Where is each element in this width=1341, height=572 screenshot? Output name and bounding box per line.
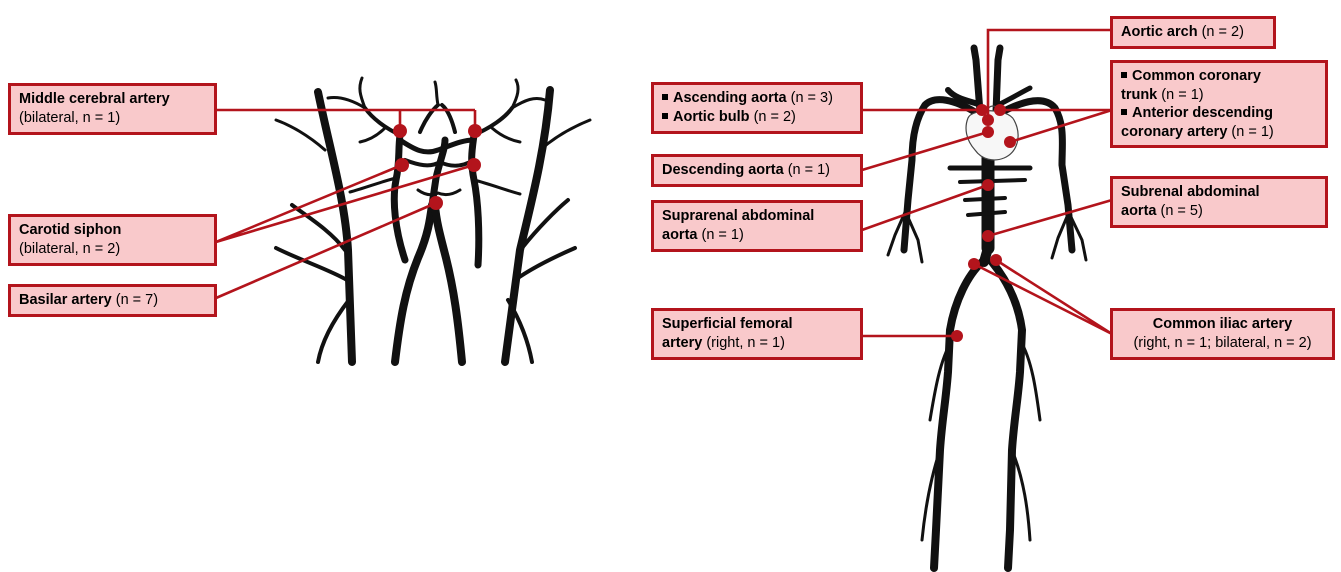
ascending-aorta-detail: (n = 3) [791, 90, 833, 106]
anterior-descending-name-1: Anterior descending [1132, 105, 1273, 121]
bullet-icon [1121, 72, 1127, 78]
suprarenal-name-2: aorta [662, 227, 697, 243]
callout-suprarenal-abdominal-aorta: Suprarenal abdominal aorta (n = 1) [651, 200, 863, 252]
iliac-name: Common iliac artery [1153, 316, 1292, 332]
marker-iliac-right [968, 258, 980, 270]
basilar-artery-name: Basilar artery [19, 292, 112, 308]
callout-descending-aorta: Descending aorta (n = 1) [651, 154, 863, 187]
marker-basilar [429, 196, 443, 210]
callout-coronary-arteries: Common coronary trunk (n = 1) Anterior d… [1110, 60, 1328, 148]
callout-carotid-siphon: Carotid siphon (bilateral, n = 2) [8, 214, 217, 266]
suprarenal-detail: (n = 1) [702, 227, 744, 243]
bullet-icon [662, 94, 668, 100]
aortic-arch-detail: (n = 2) [1202, 24, 1244, 40]
subrenal-detail: (n = 5) [1161, 203, 1203, 219]
marker-ascending-aorta [976, 104, 988, 116]
callout-aortic-arch: Aortic arch (n = 2) [1110, 16, 1276, 49]
callout-common-iliac-artery: Common iliac artery (right, n = 1; bilat… [1110, 308, 1335, 360]
callout-subrenal-abdominal-aorta: Subrenal abdominal aorta (n = 5) [1110, 176, 1328, 228]
aortic-bulb-name: Aortic bulb [673, 109, 750, 125]
middle-cerebral-artery-name: Middle cerebral artery [19, 91, 170, 107]
femoral-name-1: Superficial femoral [662, 316, 793, 332]
marker-femoral [951, 330, 963, 342]
iliac-detail: (right, n = 1; bilateral, n = 2) [1121, 334, 1324, 353]
marker-suprarenal [982, 179, 994, 191]
middle-cerebral-artery-detail: (bilateral, n = 1) [19, 109, 206, 128]
bullet-icon [662, 113, 668, 119]
marker-carotid-left [395, 158, 409, 172]
anterior-descending-detail: (n = 1) [1231, 124, 1273, 140]
marker-aortic-arch [982, 114, 994, 126]
carotid-siphon-name: Carotid siphon [19, 222, 121, 238]
marker-iliac-left [990, 254, 1002, 266]
marker-carotid-right [467, 158, 481, 172]
aortic-bulb-detail: (n = 2) [754, 109, 796, 125]
basilar-artery-detail: (n = 7) [116, 292, 158, 308]
callout-superficial-femoral-artery: Superficial femoral artery (right, n = 1… [651, 308, 863, 360]
marker-aortic-bulb [982, 126, 994, 138]
suprarenal-name-1: Suprarenal abdominal [662, 208, 814, 224]
marker-mca-left [393, 124, 407, 138]
marker-anterior-descending [1004, 136, 1016, 148]
bullet-icon [1121, 109, 1127, 115]
subrenal-name-2: aorta [1121, 203, 1156, 219]
coronary-trunk-detail: (n = 1) [1161, 87, 1203, 103]
ascending-aorta-name: Ascending aorta [673, 90, 787, 106]
subrenal-name-1: Subrenal abdominal [1121, 184, 1260, 200]
cerebral-vessel-drawing [276, 78, 590, 362]
aortic-arch-name: Aortic arch [1121, 24, 1198, 40]
marker-mca-right [468, 124, 482, 138]
coronary-trunk-name-2: trunk [1121, 87, 1157, 103]
marker-subrenal [982, 230, 994, 242]
femoral-name-2: artery [662, 335, 702, 351]
callout-ascending-aorta-aortic-bulb: Ascending aorta (n = 3) Aortic bulb (n =… [651, 82, 863, 134]
marker-coronary-trunk [994, 104, 1006, 116]
descending-aorta-name: Descending aorta [662, 162, 784, 178]
callout-basilar-artery: Basilar artery (n = 7) [8, 284, 217, 317]
descending-aorta-detail: (n = 1) [788, 162, 830, 178]
callout-middle-cerebral-artery: Middle cerebral artery (bilateral, n = 1… [8, 83, 217, 135]
carotid-siphon-detail: (bilateral, n = 2) [19, 240, 206, 259]
coronary-trunk-name-1: Common coronary [1132, 68, 1261, 84]
femoral-detail: (right, n = 1) [706, 335, 785, 351]
anterior-descending-name-2: coronary artery [1121, 124, 1227, 140]
